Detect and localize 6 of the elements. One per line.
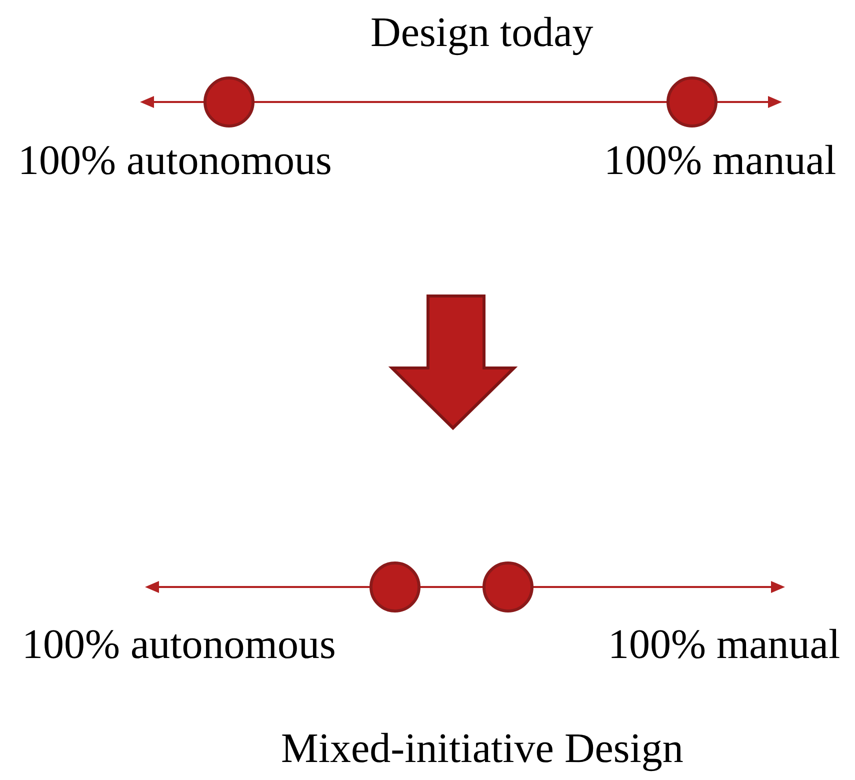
- scale-heading: Mixed-initiative Design: [281, 728, 684, 770]
- scale-end-label: 100% manual: [604, 140, 836, 182]
- scale-end-label: 100% autonomous: [18, 140, 332, 182]
- scale-end-label: 100% manual: [608, 624, 840, 666]
- scale-heading: Design today: [370, 12, 594, 54]
- scale-end-label: 100% autonomous: [22, 624, 336, 666]
